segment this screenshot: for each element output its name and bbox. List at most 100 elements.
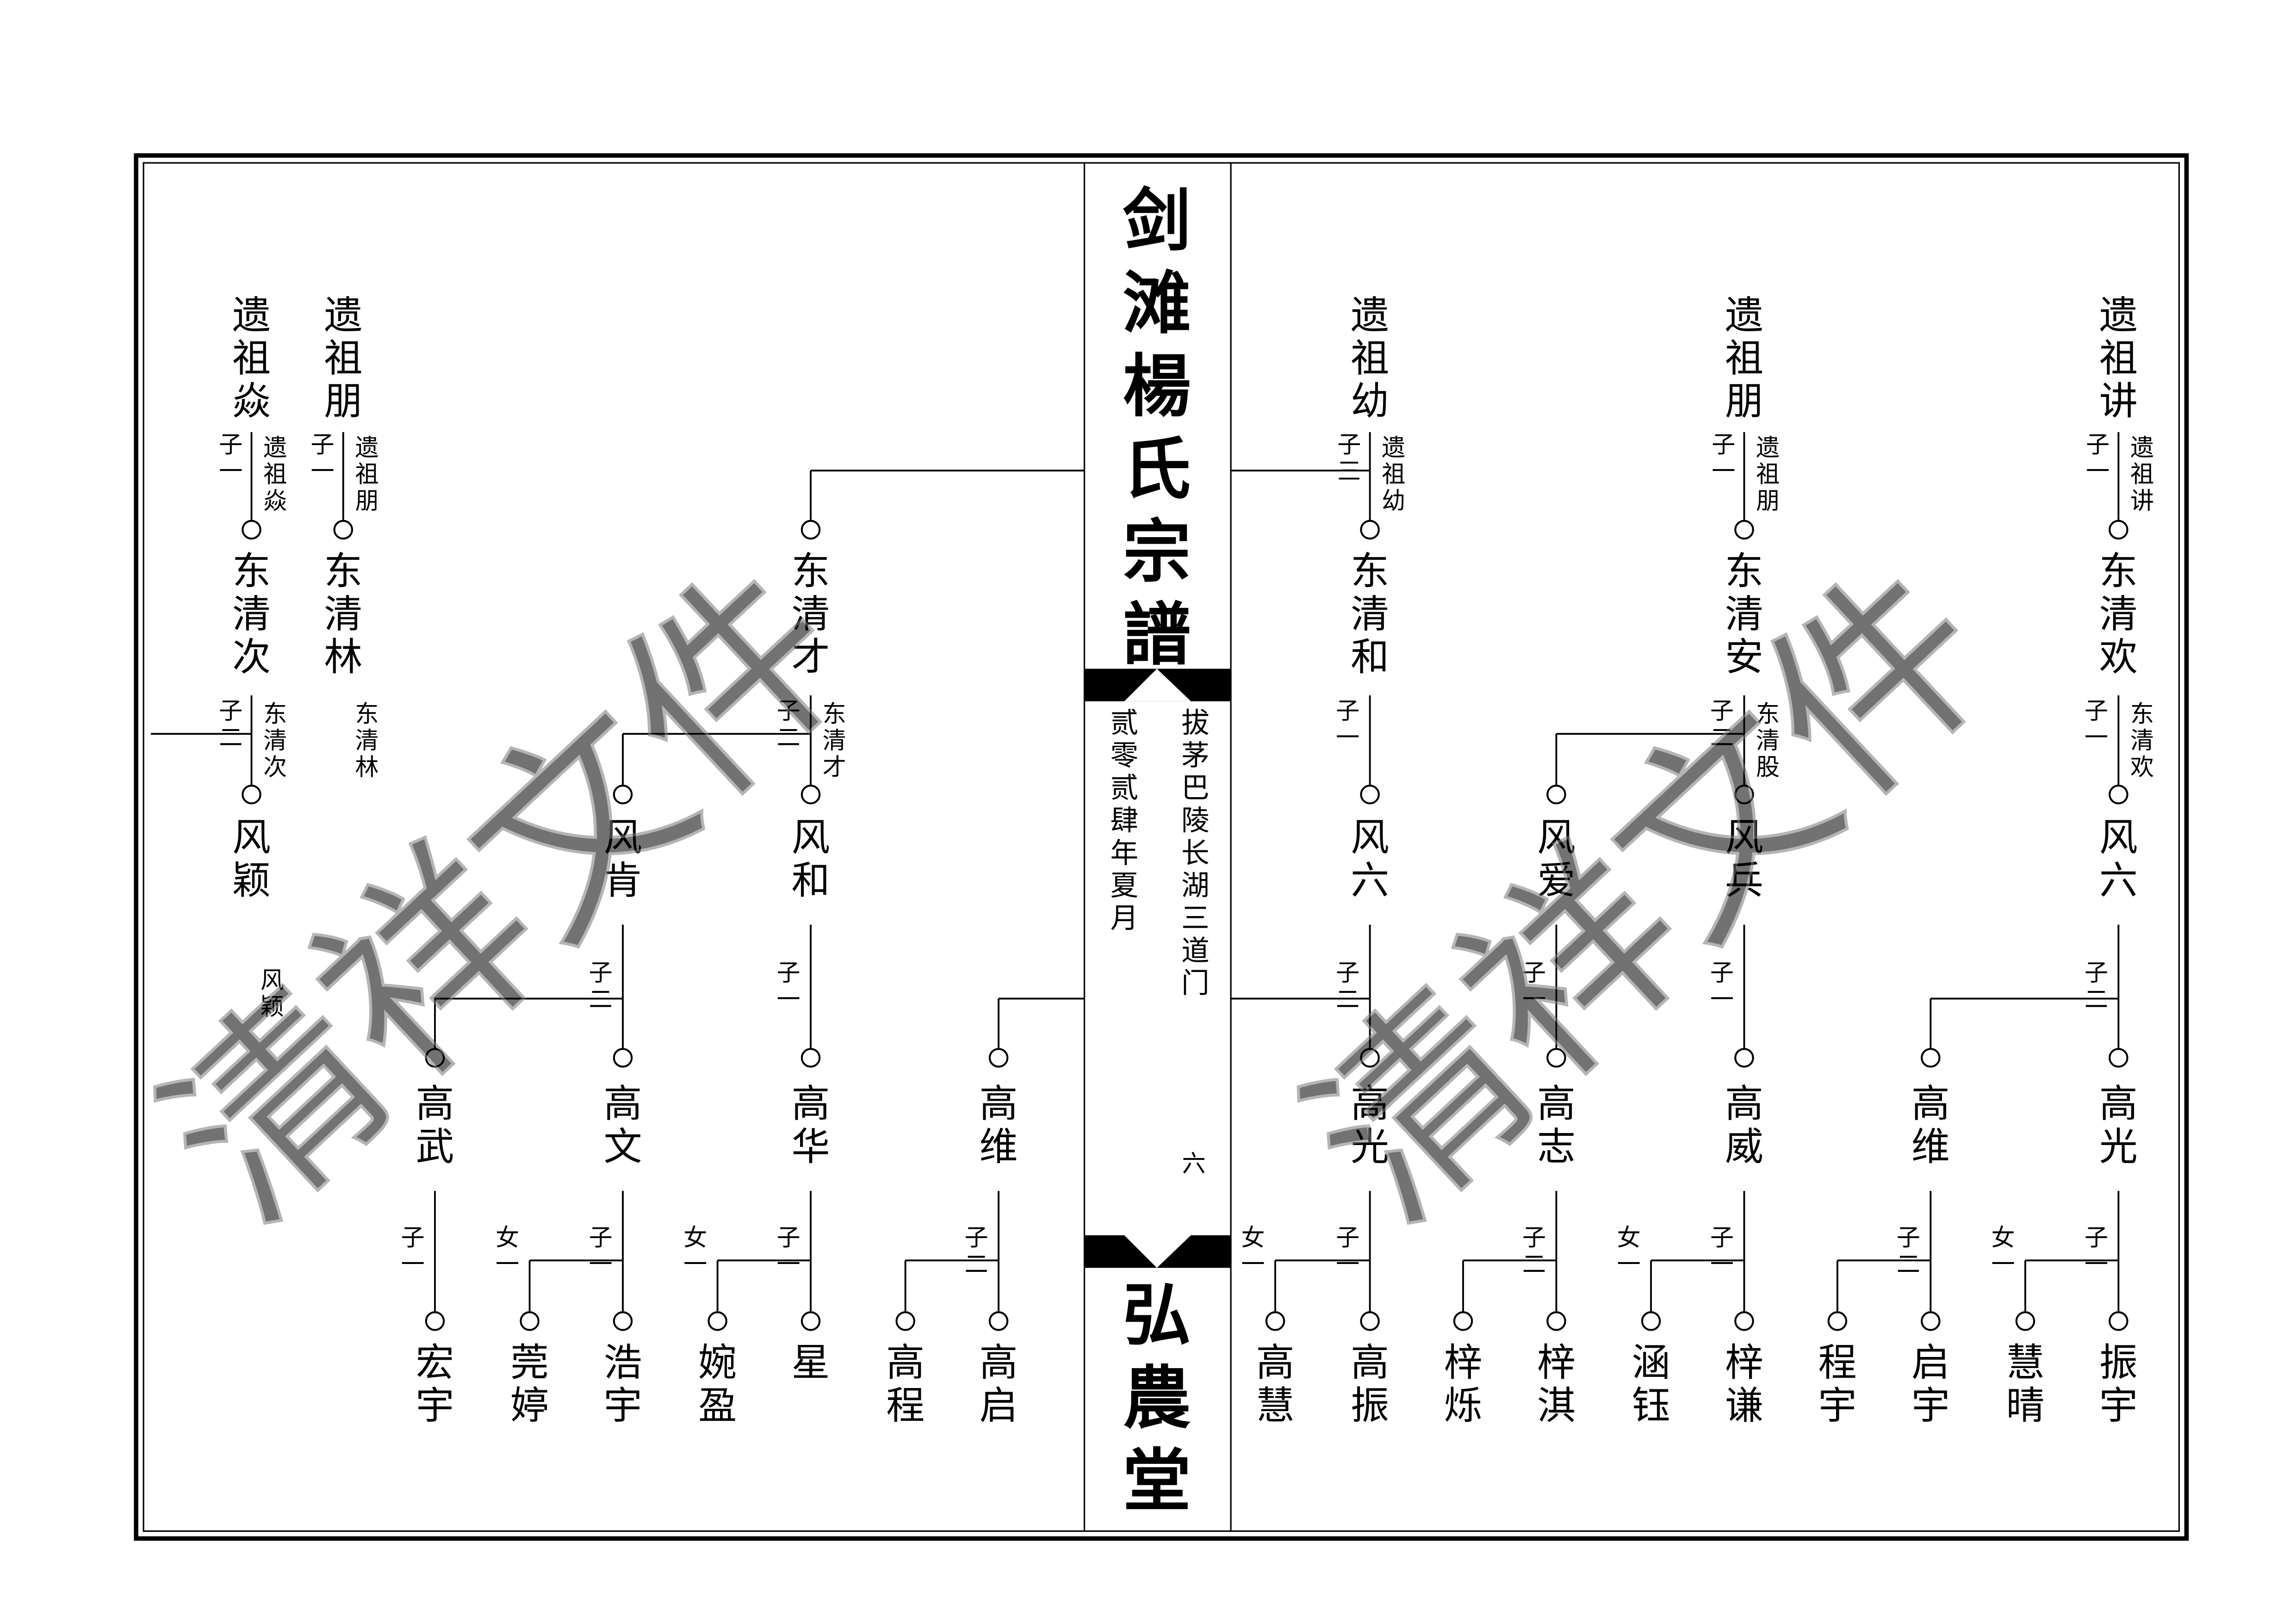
person-node bbox=[1360, 1048, 1380, 1068]
relation-label: 子一 bbox=[1522, 960, 1546, 1014]
relation-label: 子一 bbox=[777, 960, 800, 1014]
person-name: 高振 bbox=[1351, 1340, 1389, 1428]
person-name: 婉盈 bbox=[698, 1340, 737, 1428]
lineage-note: 东清次 bbox=[263, 701, 287, 781]
person-name: 星 bbox=[791, 1340, 830, 1385]
person-node bbox=[1546, 784, 1566, 805]
relation-label: 子一 bbox=[589, 1224, 612, 1278]
person-name: 启宇 bbox=[1911, 1340, 1950, 1428]
person-name: 梓烁 bbox=[1444, 1340, 1482, 1428]
lineage-note: 遗祖朋 bbox=[355, 434, 379, 515]
person-node bbox=[2109, 1311, 2128, 1331]
relation-label: 子一 bbox=[219, 432, 242, 486]
person-name: 东清安 bbox=[1725, 549, 1763, 679]
person-name: 高启 bbox=[980, 1340, 1018, 1428]
person-name: 遗祖朋 bbox=[1725, 293, 1763, 423]
person-name: 东清欢 bbox=[2099, 549, 2138, 679]
person-name: 高程 bbox=[886, 1340, 925, 1428]
tree-labels: 遗祖焱子一遗祖焱东清次遗祖朋子一遗祖朋东清林子二东清次风颖东清林风颖东清才子二东… bbox=[219, 293, 2154, 1428]
relation-label: 子一 bbox=[2086, 432, 2110, 486]
person-node bbox=[1546, 1311, 1566, 1331]
person-name: 东清才 bbox=[791, 549, 830, 679]
relation-label: 子一 bbox=[1710, 960, 1734, 1014]
center-spine: 剑滩楊氏宗譜 拔茅巴陵长湖三道门 贰零贰肆年夏月 六 弘農堂 bbox=[1083, 163, 1232, 1531]
relation-label: 子一 bbox=[1336, 1224, 1359, 1278]
relation-label: 子一 bbox=[2085, 1224, 2108, 1278]
person-name: 高志 bbox=[1537, 1081, 1576, 1169]
hall-name: 弘農堂 bbox=[1123, 1275, 1191, 1521]
person-node bbox=[333, 520, 354, 540]
person-name: 慧晴 bbox=[2006, 1340, 2044, 1428]
person-node bbox=[2109, 520, 2128, 540]
person-name: 风颖 bbox=[232, 815, 271, 903]
person-node bbox=[800, 520, 821, 540]
person-name: 遗祖讲 bbox=[2099, 293, 2138, 423]
lineage-note: 东清欢 bbox=[2130, 701, 2154, 781]
person-node bbox=[707, 1311, 727, 1331]
person-node bbox=[988, 1311, 1009, 1331]
person-name: 宏宇 bbox=[416, 1340, 454, 1428]
relation-label: 子一 bbox=[1712, 432, 1735, 486]
relation-label: 子二 bbox=[589, 960, 612, 1014]
person-node bbox=[1921, 1311, 1941, 1331]
relation-label: 子二 bbox=[219, 698, 242, 752]
person-name: 梓淇 bbox=[1537, 1340, 1576, 1428]
person-name: 莞婷 bbox=[510, 1340, 549, 1428]
person-node bbox=[1734, 784, 1754, 805]
relation-label: 子一 bbox=[1336, 698, 1359, 752]
person-name: 风爱 bbox=[1537, 815, 1576, 903]
person-node bbox=[1360, 784, 1380, 805]
tree-nodes bbox=[242, 520, 2128, 1331]
person-name: 东清次 bbox=[232, 549, 271, 679]
person-name: 高光 bbox=[2099, 1081, 2138, 1169]
person-node bbox=[1827, 1311, 1848, 1331]
lineage-note: 遗祖讲 bbox=[2130, 434, 2154, 515]
lineage-note: 东清股 bbox=[1756, 701, 1780, 781]
relation-label: 子二 bbox=[1336, 960, 1359, 1014]
person-node bbox=[425, 1048, 445, 1068]
person-name: 程宇 bbox=[1818, 1340, 1856, 1428]
person-name: 风和 bbox=[791, 815, 830, 903]
person-node bbox=[613, 1311, 633, 1331]
lineage-note: 东清林 bbox=[355, 701, 379, 781]
lineage-note: 风颖 bbox=[261, 967, 284, 1021]
person-name: 高文 bbox=[603, 1081, 642, 1169]
person-node bbox=[1360, 520, 1380, 540]
relation-label: 女一 bbox=[1617, 1224, 1641, 1278]
person-name: 高华 bbox=[791, 1081, 830, 1169]
lineage-note: 东清才 bbox=[823, 701, 846, 781]
person-node bbox=[242, 520, 261, 540]
date-text: 贰零贰肆年夏月 bbox=[1110, 707, 1138, 935]
person-name: 东清和 bbox=[1351, 549, 1389, 679]
spine-fishtail-bottom-notch bbox=[1124, 1235, 1191, 1268]
outer-border bbox=[134, 153, 2189, 1541]
person-node bbox=[2109, 784, 2128, 805]
relation-label: 女一 bbox=[496, 1224, 519, 1278]
person-name: 高武 bbox=[416, 1081, 454, 1169]
relation-label: 子二 bbox=[2085, 960, 2108, 1014]
relation-label: 女一 bbox=[1991, 1224, 2015, 1278]
relation-label: 女一 bbox=[1241, 1224, 1265, 1278]
person-node bbox=[800, 1048, 821, 1068]
person-name: 高威 bbox=[1725, 1081, 1763, 1169]
relation-label: 女一 bbox=[683, 1224, 707, 1278]
person-node bbox=[2015, 1311, 2035, 1331]
person-node bbox=[242, 784, 261, 805]
person-node bbox=[613, 784, 633, 805]
person-name: 高慧 bbox=[1256, 1340, 1294, 1428]
person-node bbox=[1734, 520, 1754, 540]
relation-label: 子一 bbox=[401, 1224, 424, 1278]
tree-lines bbox=[151, 432, 2120, 1313]
person-node bbox=[1265, 1311, 1285, 1331]
person-name: 风兵 bbox=[1725, 815, 1763, 903]
person-node bbox=[1453, 1311, 1473, 1331]
person-node bbox=[1734, 1048, 1754, 1068]
person-node bbox=[800, 1311, 821, 1331]
relation-label: 子二 bbox=[1710, 698, 1734, 752]
person-name: 风六 bbox=[2099, 815, 2138, 903]
relation-label: 子一 bbox=[310, 432, 334, 486]
lineage-note: 遗祖朋 bbox=[1756, 434, 1780, 515]
lineage-note: 遗祖焱 bbox=[263, 434, 287, 515]
